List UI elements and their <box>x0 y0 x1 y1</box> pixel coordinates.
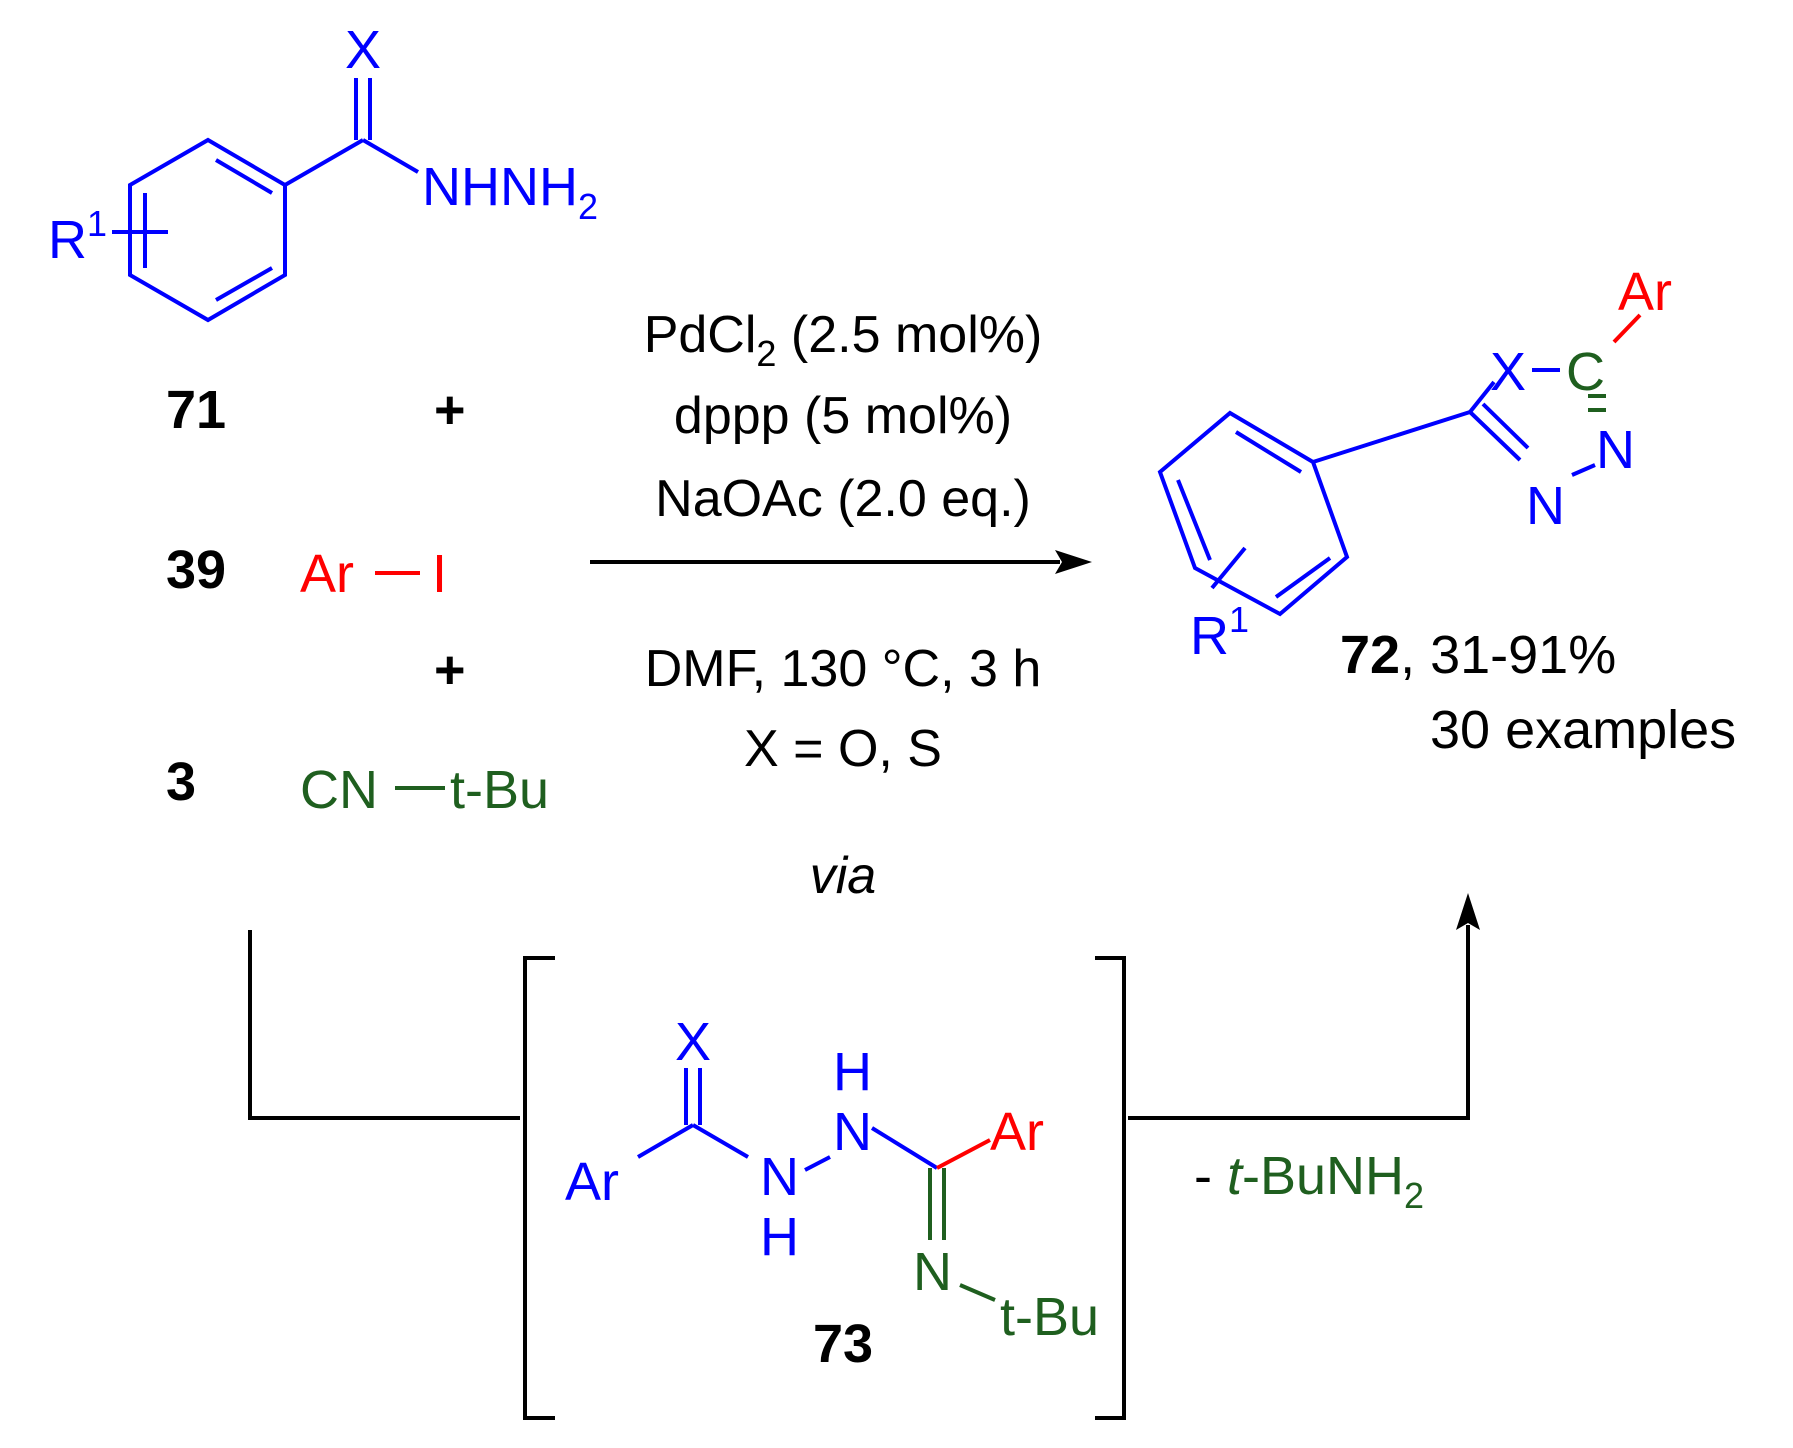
aryl-label-39: Ar <box>300 544 354 604</box>
ring-inner-bond-1 <box>214 158 274 195</box>
heterocycle-c-n-double-a <box>1468 410 1522 462</box>
condition-solvent-temp-time: DMF, 130 °C, 3 h <box>645 640 1042 698</box>
product-ring-inner-1 <box>1234 430 1303 474</box>
pathway-up-arrowhead <box>1456 893 1480 930</box>
heterocycle-n-n-bond <box>1571 463 1596 477</box>
pathway-line-right <box>1128 925 1470 1120</box>
condition-ligand: dppp (5 mol%) <box>674 387 1012 445</box>
int-imine-n-label: N <box>913 1242 952 1302</box>
compound-number-73: 73 <box>813 1314 873 1374</box>
plus-sign-2: + <box>434 640 466 700</box>
ring-inner-bond-2 <box>215 266 273 302</box>
int-h-right-label: H <box>833 1042 872 1102</box>
int-n-right-label: N <box>833 1102 872 1162</box>
int-n-n-bond <box>804 1155 831 1172</box>
r1-label: R1 <box>48 203 107 270</box>
heterocycle-c-x-bond <box>1468 380 1496 414</box>
heterocycle-c-n-double-b <box>1481 402 1530 450</box>
bracket-right <box>1095 956 1126 1420</box>
intermediate-73-structure: X Ar N H N H Ar N t-Bu <box>565 1012 1099 1347</box>
product-72-structure: X C Ar N N R1 <box>1157 262 1672 666</box>
product-r1-label: R1 <box>1190 599 1249 666</box>
via-label: via <box>810 847 876 905</box>
isocyanide-cn-label: CN <box>300 760 378 820</box>
iodine-label: I <box>432 544 447 604</box>
int-c-ar-right-bond <box>936 1138 991 1170</box>
heterocycle-n-label-1: N <box>1596 420 1635 480</box>
product-aryl-label: Ar <box>1618 262 1672 322</box>
isocyanide-tbu-label: t-Bu <box>450 760 549 820</box>
reactant-71-structure: X NHNH2 R1 <box>48 20 598 323</box>
condition-catalyst: PdCl2 (2.5 mol%) <box>644 306 1043 374</box>
int-c-ar-bond <box>636 1123 695 1159</box>
compound-number-3: 3 <box>166 752 196 812</box>
product-ring-inner-2 <box>1274 556 1332 599</box>
x-atom-label: X <box>345 20 381 80</box>
pathway-line-left <box>248 930 520 1120</box>
heterocycle-n-label-2: N <box>1526 476 1565 536</box>
int-n-tbu-bond <box>959 1283 996 1302</box>
int-n-left-label: N <box>760 1147 799 1207</box>
bracket-left <box>523 956 555 1420</box>
product-ring-inner-3 <box>1176 479 1212 561</box>
condition-base: NaOAc (2.0 eq.) <box>655 470 1031 528</box>
ring-to-carbonyl-bond <box>284 138 364 187</box>
int-tbu-label: t-Bu <box>1000 1287 1099 1347</box>
int-x-label: X <box>675 1012 711 1072</box>
heterocycle-c-label: C <box>1566 342 1605 402</box>
carbon-to-nitrogen-bond <box>361 138 420 174</box>
ring-to-heterocycle-bond <box>1312 410 1471 464</box>
int-ar-right-label: Ar <box>990 1102 1044 1162</box>
hydrazide-nh-label: NHNH2 <box>422 157 598 227</box>
product-yield-line: 72, 31-91% <box>1340 625 1616 685</box>
int-nh-c-bond <box>870 1126 939 1170</box>
c-to-aryl-bond <box>1612 313 1642 344</box>
int-ar-left-label: Ar <box>565 1152 619 1212</box>
product-examples-line: 30 examples <box>1430 700 1736 760</box>
plus-sign-1: + <box>434 380 466 440</box>
r1-substituent-bond-72 <box>1210 546 1247 590</box>
byproduct-label: - t-BuNH2 <box>1194 1146 1424 1216</box>
compound-number-71: 71 <box>166 380 226 440</box>
main-reaction-arrowhead <box>1055 550 1092 574</box>
heterocycle-x-label: X <box>1490 342 1526 402</box>
condition-x-definition: X = O, S <box>744 720 942 778</box>
compound-number-39: 39 <box>166 540 226 600</box>
int-h-left-label: H <box>760 1207 799 1267</box>
int-c-nh-bond <box>691 1123 750 1159</box>
